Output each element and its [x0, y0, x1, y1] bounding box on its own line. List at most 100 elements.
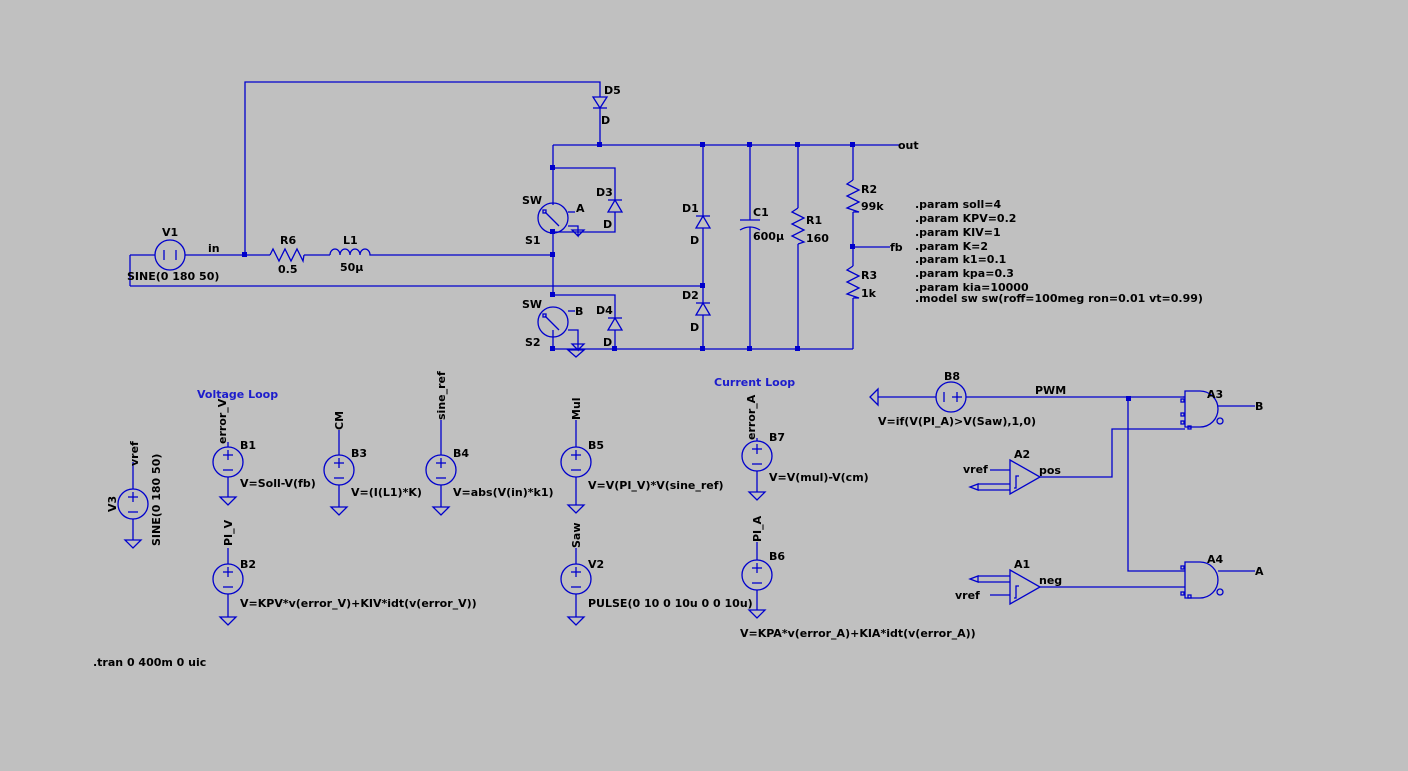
- bsource-b8[interactable]: B8 V=if(V(PI_A)>V(Saw),1,0) PWM: [869, 370, 1185, 428]
- comparator-a1[interactable]: A1 vref neg: [955, 558, 1062, 606]
- diode-d5[interactable]: D5 D: [591, 84, 621, 127]
- inductor-l1[interactable]: L1 50µ: [329, 234, 372, 274]
- l1-value: 50µ: [340, 261, 363, 274]
- bsource-b3[interactable]: CM B3 V=(I(L1)*K): [323, 411, 422, 516]
- b3-ref: B3: [351, 447, 367, 460]
- diode-d4[interactable]: D4 D: [596, 304, 624, 349]
- source-v2[interactable]: Saw V2 PULSE(0 10 0 10u 0 0 10u): [560, 522, 753, 626]
- b3-expr: V=(I(L1)*K): [351, 486, 422, 499]
- d2-ref: D2: [682, 289, 699, 302]
- b4-expr: V=abs(V(in)*k1): [453, 486, 554, 499]
- net-label-pos: pos: [1039, 464, 1061, 477]
- net-label-mul: Mul: [570, 397, 583, 420]
- resistor-r6[interactable]: R6 0.5: [269, 234, 305, 276]
- resistor-r1[interactable]: R1 160: [790, 207, 829, 245]
- b8-expr: V=if(V(PI_A)>V(Saw),1,0): [878, 415, 1036, 428]
- capacitor-c1[interactable]: C1 600µ: [739, 206, 784, 243]
- s1-ctrl: A: [576, 202, 585, 215]
- diode-d2[interactable]: D2 D: [682, 289, 712, 334]
- a4-ref: A4: [1207, 553, 1224, 566]
- r3-value: 1k: [861, 287, 877, 300]
- comparator-a2[interactable]: A2 vref pos: [963, 448, 1061, 496]
- net-label-neg: neg: [1039, 574, 1062, 587]
- source-v3[interactable]: vref V3 SINE(0 180 50): [106, 441, 163, 549]
- s2-ref: S2: [525, 336, 541, 349]
- directive-2: .param KPV=0.2: [915, 212, 1016, 225]
- d3-ref: D3: [596, 186, 613, 199]
- b5-ref: B5: [588, 439, 604, 452]
- resistor-r2[interactable]: R2 99k: [845, 179, 884, 213]
- r2-value: 99k: [861, 200, 884, 213]
- bsource-b7[interactable]: error_A B7 V=V(mul)-V(cm): [741, 394, 869, 501]
- diode-d1[interactable]: D1 D: [682, 202, 712, 247]
- v3-value: SINE(0 180 50): [150, 454, 163, 546]
- r6-value: 0.5: [278, 263, 298, 276]
- directive-5: .param k1=0.1: [915, 253, 1006, 266]
- bsource-b6[interactable]: PI_A B6 V=KPA*v(error_A)+KIA*idt(v(error…: [740, 515, 976, 640]
- directive-4: .param K=2: [915, 240, 988, 253]
- b2-expr: V=KPV*v(error_V)+KIV*idt(v(error_V)): [240, 597, 477, 610]
- label-voltage-loop: Voltage Loop: [197, 388, 278, 401]
- net-label-pi-v: PI_V: [222, 519, 235, 546]
- b7-expr: V=V(mul)-V(cm): [769, 471, 869, 484]
- d3-model: D: [603, 218, 612, 231]
- s1-ref: S1: [525, 234, 541, 247]
- c1-ref: C1: [753, 206, 769, 219]
- a1-ref: A1: [1014, 558, 1030, 571]
- b1-expr: V=Soll-V(fb): [240, 477, 316, 490]
- r2-ref: R2: [861, 183, 877, 196]
- bsource-b5[interactable]: Mul B5 V=V(PI_V)*V(sine_ref): [560, 397, 724, 514]
- bsource-b1[interactable]: error_V B1 V=Soll-V(fb): [212, 398, 316, 506]
- d4-ref: D4: [596, 304, 613, 317]
- s2-model: SW: [522, 298, 542, 311]
- net-label-pi-a: PI_A: [751, 515, 764, 542]
- b6-expr: V=KPA*v(error_A)+KIA*idt(v(error_A)): [740, 627, 976, 640]
- d2-model: D: [690, 321, 699, 334]
- directive-7: .param kia=10000: [915, 281, 1029, 294]
- directive-1: .param soll=4: [915, 198, 1001, 211]
- directive-6: .param kpa=0.3: [915, 267, 1014, 280]
- net-label-b: B: [1255, 400, 1263, 413]
- net-label-saw: Saw: [570, 522, 583, 548]
- switch-s1[interactable]: SW A S1: [522, 194, 586, 247]
- b1-ref: B1: [240, 439, 256, 452]
- r6-ref: R6: [280, 234, 296, 247]
- net-label-in: in: [208, 242, 220, 255]
- d5-ref: D5: [604, 84, 621, 97]
- gate-a4[interactable]: A4 A: [1180, 553, 1264, 599]
- resistor-r3[interactable]: R3 1k: [845, 265, 877, 300]
- l1-ref: L1: [343, 234, 358, 247]
- s1-model: SW: [522, 194, 542, 207]
- b5-expr: V=V(PI_V)*V(sine_ref): [588, 479, 724, 492]
- b6-ref: B6: [769, 550, 785, 563]
- net-label-vref-a2: vref: [963, 463, 988, 476]
- logic-wires: [1040, 397, 1185, 588]
- bsource-b4[interactable]: sine_ref B4 V=abs(V(in)*k1): [425, 371, 554, 516]
- v2-value: PULSE(0 10 0 10u 0 0 10u): [588, 597, 753, 610]
- net-label-out: out: [898, 139, 919, 152]
- label-current-loop: Current Loop: [714, 376, 795, 389]
- b4-ref: B4: [453, 447, 469, 460]
- diode-d3[interactable]: D3 D: [596, 186, 624, 231]
- b7-ref: B7: [769, 431, 785, 444]
- net-label-sine-ref: sine_ref: [435, 371, 448, 420]
- spice-directives[interactable]: .param soll=4 .param KPV=0.2 .param KIV=…: [915, 198, 1203, 305]
- directive-8: .model sw sw(roff=100meg ron=0.01 vt=0.9…: [915, 292, 1203, 305]
- v1-value: SINE(0 180 50): [127, 270, 219, 283]
- r1-value: 160: [806, 232, 829, 245]
- net-label-cm: CM: [333, 411, 346, 430]
- power-wires: [129, 81, 900, 350]
- bsource-b2[interactable]: PI_V B2 V=KPV*v(error_V)+KIV*idt(v(error…: [212, 519, 477, 626]
- net-label-pwm: PWM: [1035, 384, 1066, 397]
- c1-value: 600µ: [753, 230, 784, 243]
- net-label-vref: vref: [128, 441, 141, 466]
- switch-s2[interactable]: SW B S2: [522, 298, 586, 358]
- gate-a3[interactable]: A3 B: [1180, 388, 1263, 430]
- r3-ref: R3: [861, 269, 877, 282]
- d1-ref: D1: [682, 202, 699, 215]
- v1-ref: V1: [162, 226, 178, 239]
- a2-ref: A2: [1014, 448, 1030, 461]
- source-v1[interactable]: V1 SINE(0 180 50): [127, 226, 219, 283]
- tran-directive[interactable]: .tran 0 400m 0 uic: [93, 656, 206, 669]
